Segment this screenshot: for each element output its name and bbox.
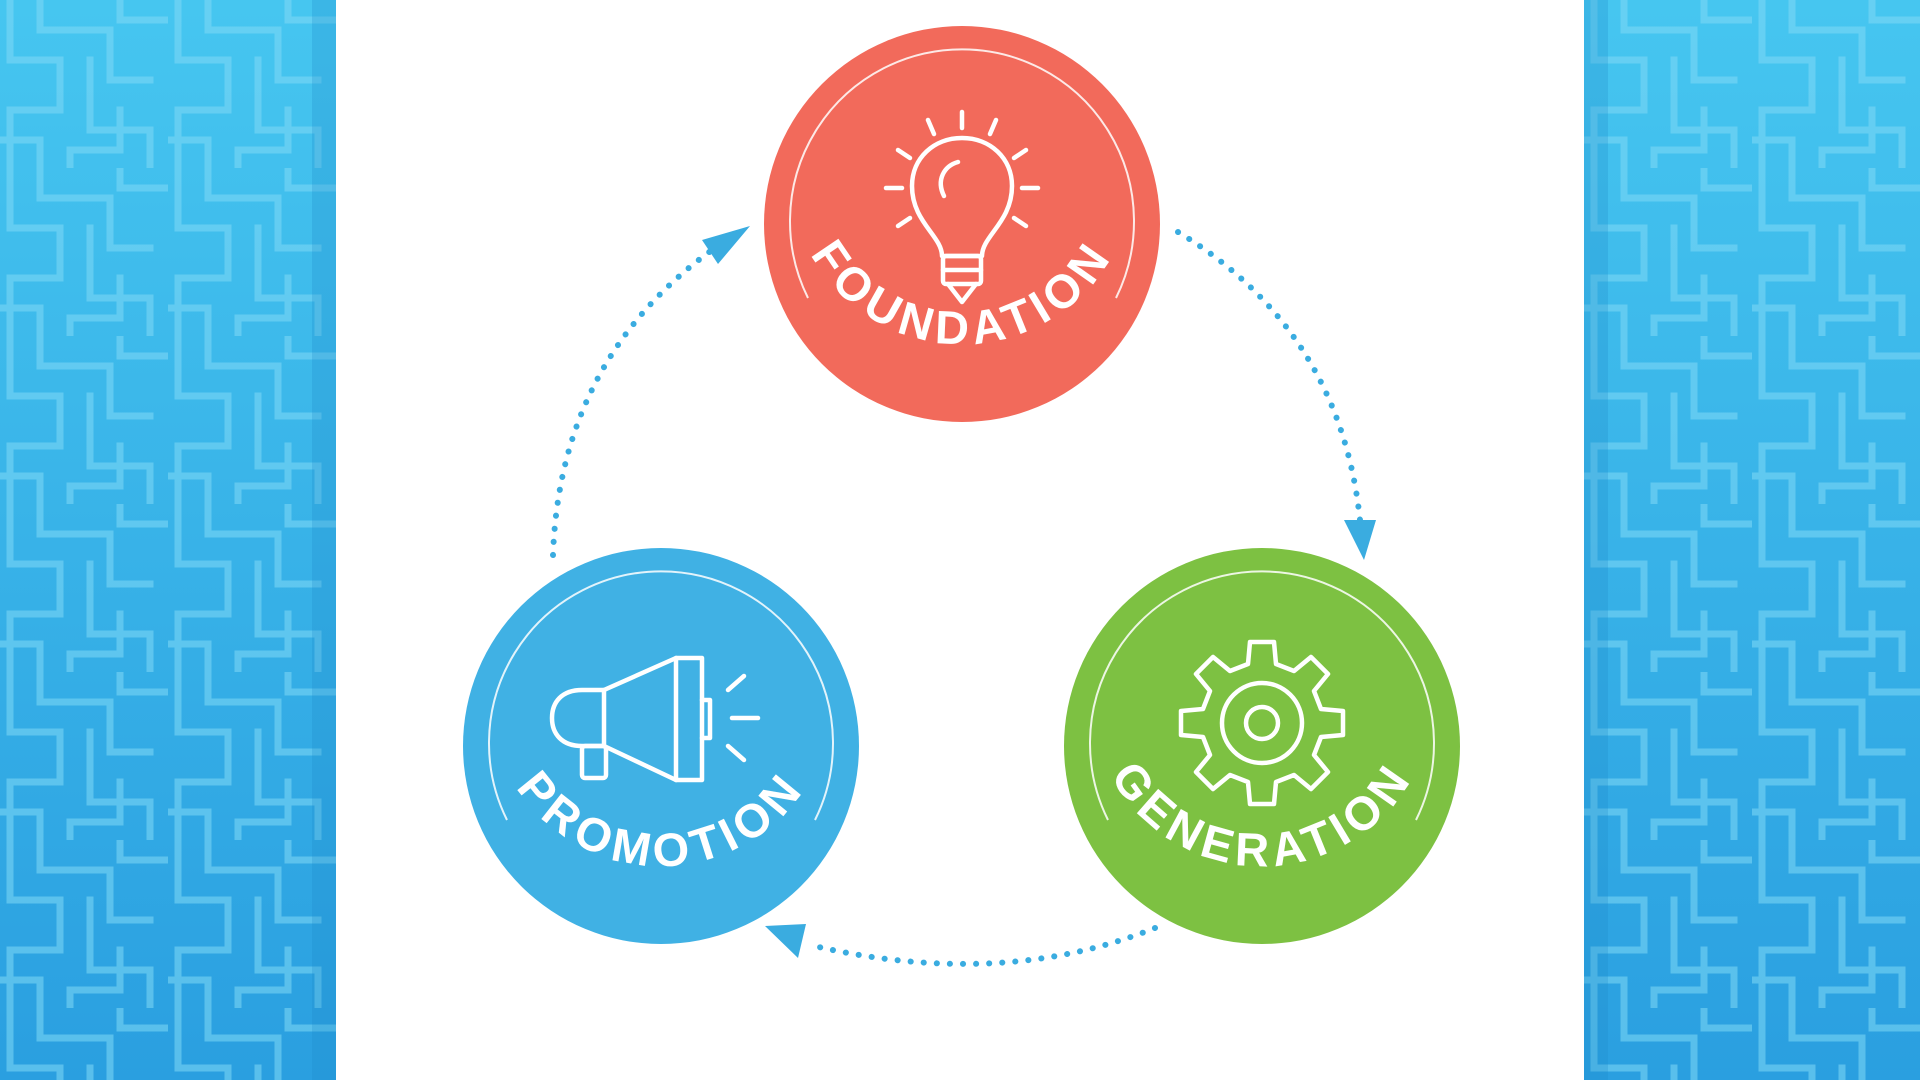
connector-generation-to-promotion bbox=[765, 924, 1158, 967]
maze-panel-right bbox=[1584, 0, 1920, 1080]
lightbulb-icon bbox=[883, 109, 1041, 305]
blue-maze-pattern bbox=[1584, 0, 1920, 1080]
arrowhead-icon bbox=[702, 226, 750, 264]
node-generation: GENERATION bbox=[1064, 548, 1460, 944]
node-promotion: PROMOTION bbox=[463, 548, 859, 944]
maze-panel-left bbox=[0, 0, 336, 1080]
node-foundation: FOUNDATION bbox=[764, 26, 1160, 422]
megaphone-icon bbox=[549, 655, 761, 783]
connector-foundation-to-generation bbox=[1175, 229, 1376, 560]
blue-maze-pattern bbox=[0, 0, 336, 1080]
gear-icon bbox=[1178, 639, 1346, 807]
arrowhead-icon bbox=[1344, 520, 1376, 560]
arrowhead-icon bbox=[765, 924, 806, 958]
connector-promotion-to-foundation bbox=[550, 226, 750, 558]
